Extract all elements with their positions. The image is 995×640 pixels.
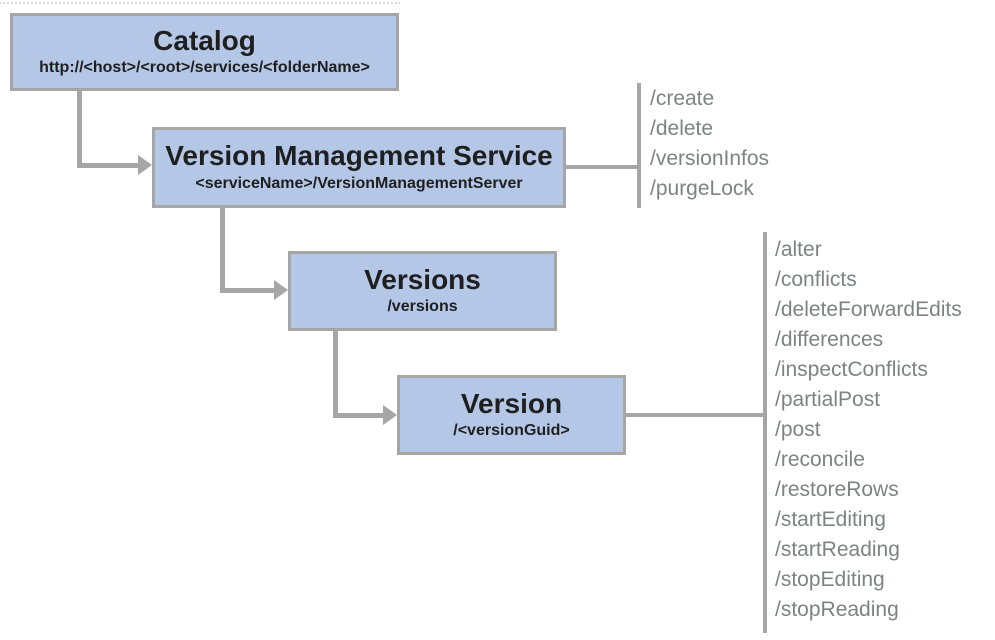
node-versions: Versions /versions bbox=[288, 251, 557, 331]
tether-vms-operations-line bbox=[566, 165, 638, 169]
arrowhead-icon bbox=[383, 405, 397, 425]
node-title: Version Management Service bbox=[165, 140, 553, 172]
arrowhead-icon bbox=[274, 280, 288, 300]
operation-item: /conflicts bbox=[775, 268, 857, 291]
connector-versions-to-version-vertical bbox=[333, 330, 338, 418]
node-subtitle: <serviceName>/VersionManagementServer bbox=[195, 174, 523, 192]
node-subtitle: /<versionGuid> bbox=[453, 422, 570, 440]
operation-item: /differences bbox=[775, 328, 884, 351]
operation-item: /post bbox=[775, 418, 821, 441]
dotted-line-artifact bbox=[0, 2, 400, 4]
node-title: Catalog bbox=[153, 24, 256, 56]
operation-item: /create bbox=[650, 87, 715, 110]
connector-vms-to-versions-horizontal bbox=[220, 288, 274, 293]
node-title: Version bbox=[460, 387, 563, 419]
operation-item: /purgeLock bbox=[650, 177, 754, 200]
tether-version-operations-bracket bbox=[763, 232, 767, 633]
tether-vms-operations-bracket bbox=[637, 83, 641, 208]
version-operations-list: /alter/conflicts/deleteForwardEdits/diff… bbox=[775, 235, 962, 625]
operation-item: /deleteForwardEdits bbox=[775, 298, 962, 321]
operation-item: /inspectConflicts bbox=[775, 358, 928, 381]
tether-version-operations-line bbox=[626, 413, 764, 417]
vms-operations-list: /create/delete/versionInfos/purgeLock bbox=[650, 84, 769, 204]
operation-item: /startReading bbox=[775, 538, 900, 561]
node-subtitle: http://<host>/<root>/services/<folderNam… bbox=[39, 59, 370, 77]
operation-item: /partialPost bbox=[775, 388, 881, 411]
node-title: Versions bbox=[364, 263, 481, 295]
arrowhead-icon bbox=[138, 155, 152, 175]
connector-vms-to-versions-vertical bbox=[220, 207, 225, 293]
connector-versions-to-version-horizontal bbox=[333, 413, 383, 418]
node-version-management-service: Version Management Service <serviceName>… bbox=[152, 127, 566, 208]
operation-item: /stopReading bbox=[775, 598, 899, 621]
operation-item: /restoreRows bbox=[775, 478, 899, 501]
node-version: Version /<versionGuid> bbox=[397, 375, 626, 455]
operation-item: /alter bbox=[775, 238, 822, 261]
connector-catalog-to-vms-vertical bbox=[77, 91, 82, 166]
node-catalog: Catalog http://<host>/<root>/services/<f… bbox=[10, 13, 399, 91]
connector-catalog-to-vms-horizontal bbox=[77, 163, 139, 168]
operation-item: /stopEditing bbox=[775, 568, 885, 591]
operation-item: /versionInfos bbox=[650, 147, 770, 170]
operation-item: /startEditing bbox=[775, 508, 886, 531]
node-subtitle: /versions bbox=[387, 298, 458, 316]
operation-item: /delete bbox=[650, 117, 714, 140]
operation-item: /reconcile bbox=[775, 448, 865, 471]
